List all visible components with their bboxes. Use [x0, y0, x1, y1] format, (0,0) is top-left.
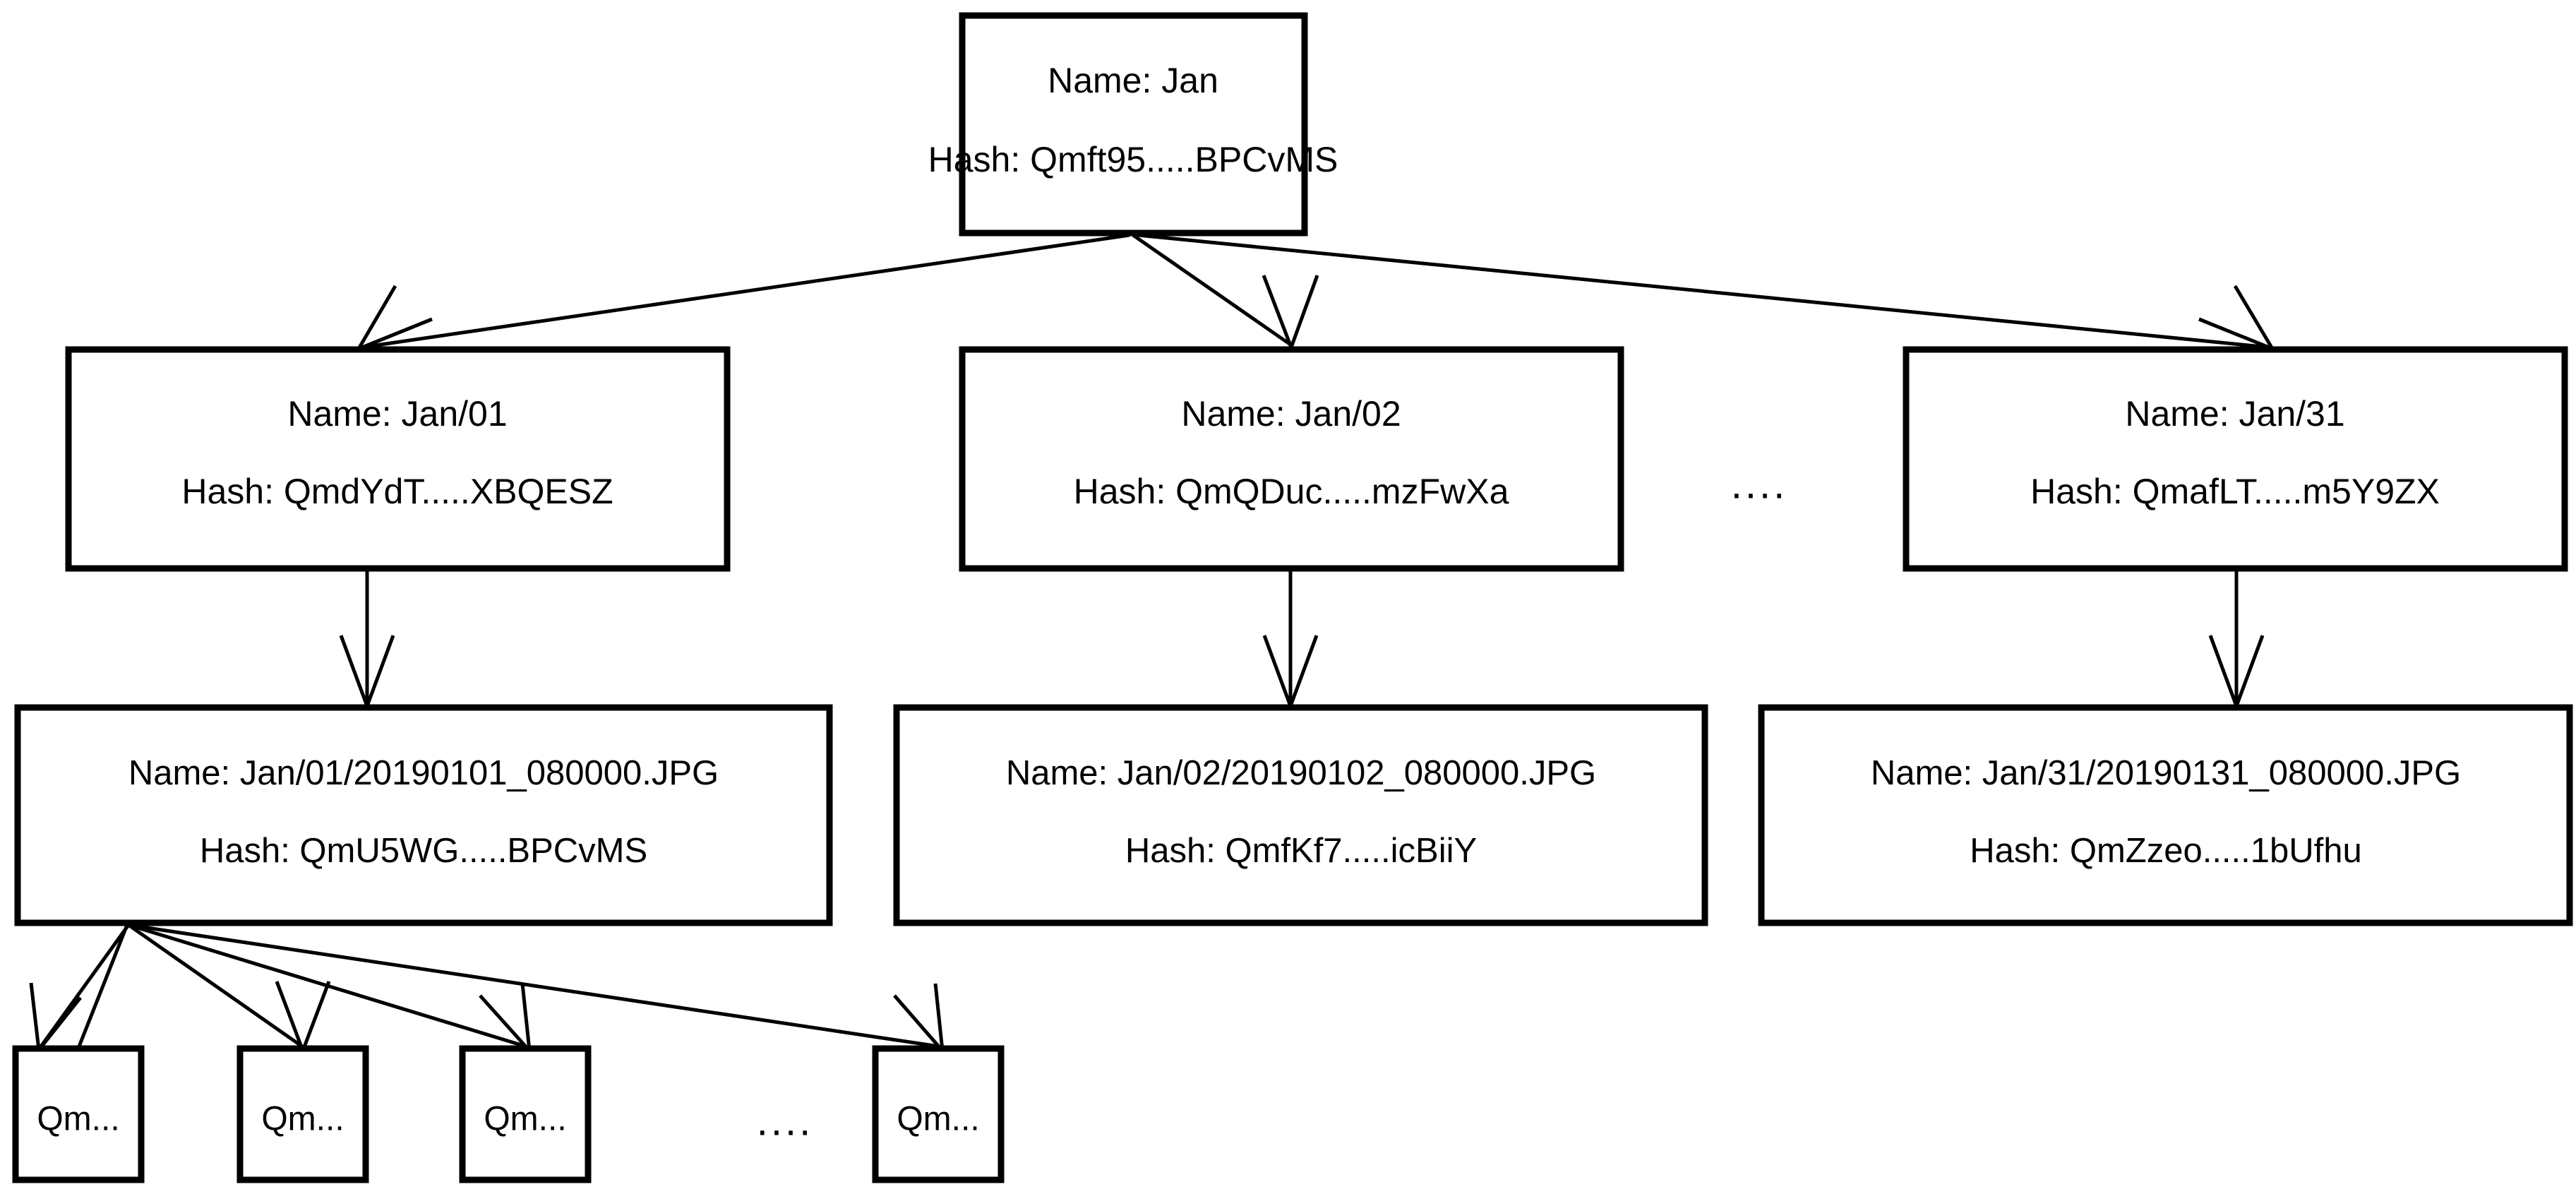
node-blk4-label: Qm... — [897, 1101, 979, 1138]
node-jan02file-name: Name: Jan/02/20190102_080000.JPG — [1006, 754, 1596, 792]
node-jan01file-name: Name: Jan/01/20190101_080000.JPG — [128, 754, 719, 792]
edge-root-to-jan01 — [354, 233, 1130, 353]
edge-jan31-to-jan31file — [2208, 571, 2265, 712]
node-jan31file-name: Name: Jan/31/20190131_080000.JPG — [1871, 754, 2461, 792]
node-jan02-name: Name: Jan/02 — [1181, 394, 1401, 434]
node-jan31file[interactable]: Name: Jan/31/20190131_080000.JPG Hash: Q… — [1758, 704, 2573, 926]
edge-jan01file-fan — [29, 923, 945, 1056]
node-jan31-name: Name: Jan/31 — [2125, 394, 2344, 434]
edge-root-to-jan02 — [1132, 233, 1319, 353]
edge-jan01file-to-blk1 — [77, 924, 129, 1047]
node-blk1[interactable]: Qm... — [12, 1045, 145, 1183]
node-jan02-hash: Hash: QmQDuc.....mzFwXa — [1074, 472, 1509, 511]
node-blk1-label: Qm... — [37, 1101, 119, 1138]
node-blk2[interactable]: Qm... — [236, 1045, 369, 1183]
node-jan31-hash: Hash: QmafLT.....m5Y9ZX — [2030, 472, 2440, 511]
edge-jan02-to-jan02file — [1262, 571, 1319, 712]
node-root[interactable]: Name: Jan Hash: Qmft95.....BPCvMS — [928, 12, 1338, 237]
node-blk3-label: Qm... — [484, 1101, 566, 1138]
node-jan31[interactable]: Name: Jan/31 Hash: QmafLT.....m5Y9ZX — [1903, 346, 2568, 572]
level1-ellipsis: .... — [1731, 461, 1787, 507]
node-blk2-label: Qm... — [261, 1101, 344, 1138]
node-jan31file-hash: Hash: QmZzeo.....1bUfhu — [1970, 832, 2362, 870]
edge-root-to-jan31 — [1137, 233, 2277, 353]
node-root-name: Name: Jan — [1048, 61, 1218, 100]
node-jan02[interactable]: Name: Jan/02 Hash: QmQDuc.....mzFwXa — [959, 346, 1624, 572]
node-jan01file[interactable]: Name: Jan/01/20190101_080000.JPG Hash: Q… — [14, 704, 833, 926]
level3-ellipsis: .... — [757, 1098, 813, 1144]
node-root-hash: Hash: Qmft95.....BPCvMS — [928, 140, 1338, 179]
node-jan01file-hash: Hash: QmU5WG.....BPCvMS — [200, 832, 647, 870]
edge-jan01-to-jan01file — [339, 571, 395, 712]
node-jan01-name: Name: Jan/01 — [287, 394, 507, 434]
node-blk3[interactable]: Qm... — [459, 1045, 592, 1183]
node-jan02file-hash: Hash: QmfKf7.....icBiiY — [1125, 832, 1477, 870]
node-jan01[interactable]: Name: Jan/01 Hash: QmdYdT.....XBQESZ — [65, 346, 731, 572]
node-blk4[interactable]: Qm... — [872, 1045, 1005, 1183]
node-jan01-hash: Hash: QmdYdT.....XBQESZ — [181, 472, 613, 511]
node-jan02file[interactable]: Name: Jan/02/20190102_080000.JPG Hash: Q… — [893, 704, 1708, 926]
